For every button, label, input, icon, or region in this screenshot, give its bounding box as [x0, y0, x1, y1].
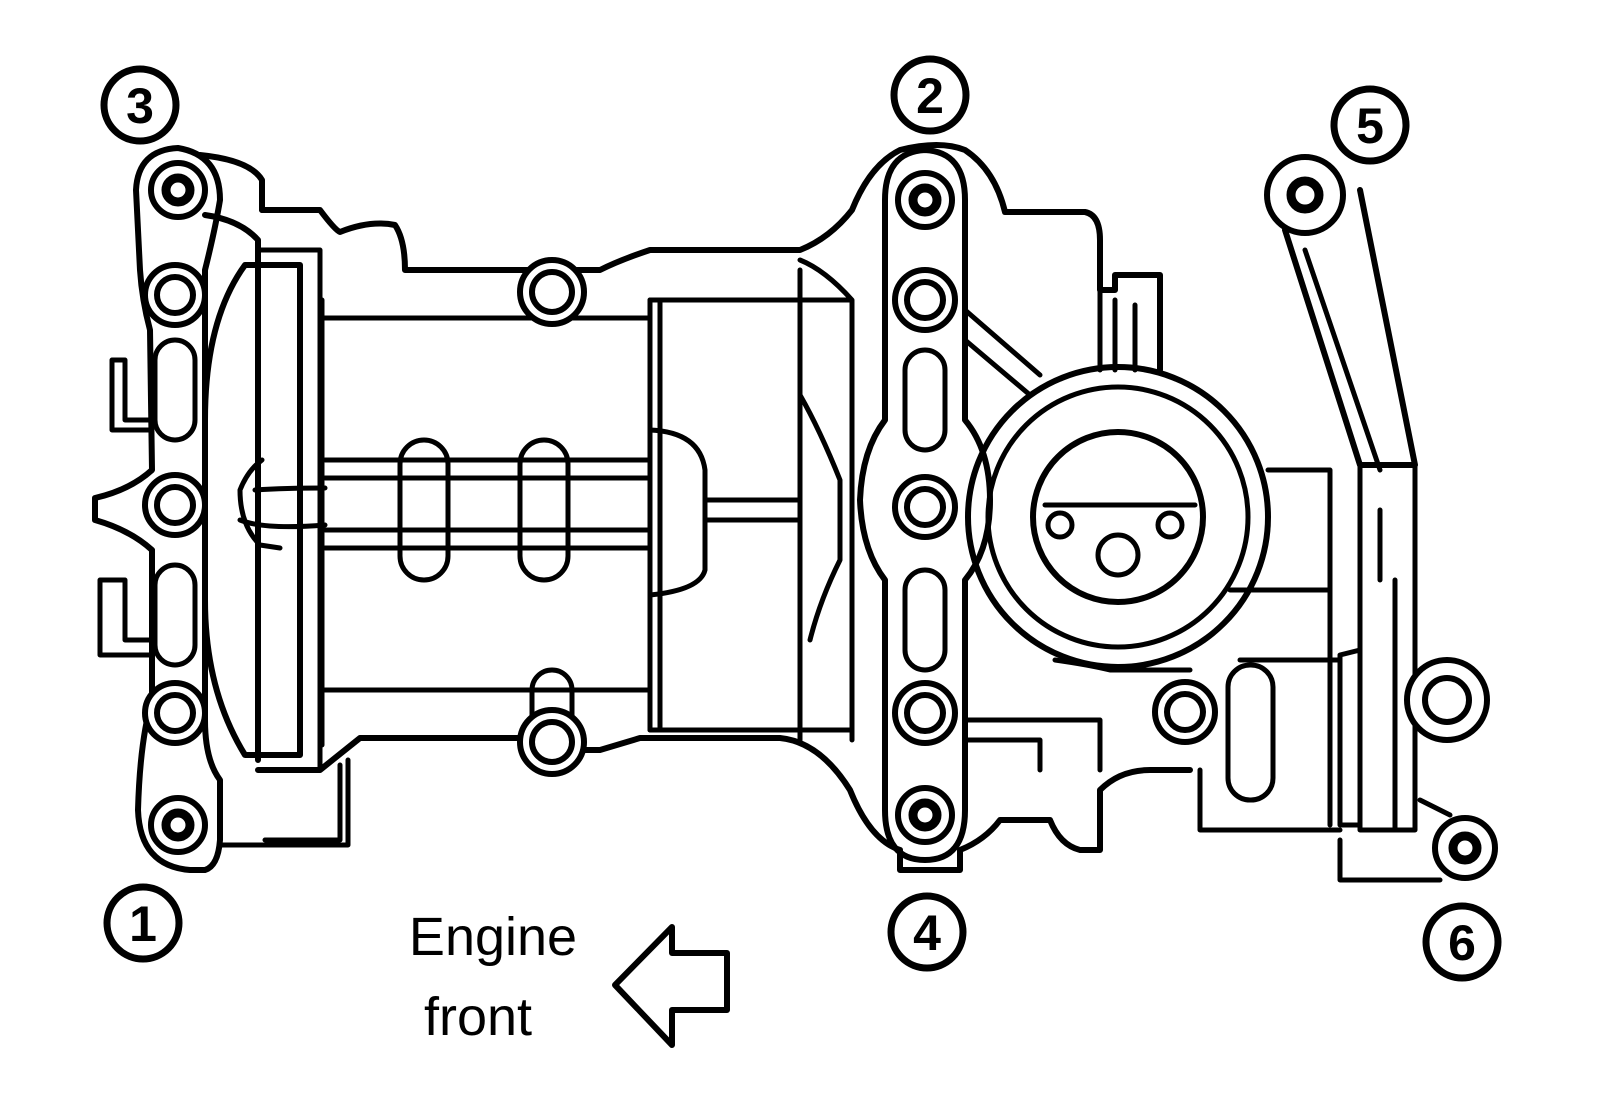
- camshaft-sprocket-housing: [965, 287, 1343, 803]
- sequence-labels: 3 2 5 1 4 6: [100, 55, 1502, 982]
- cam-lobe: [397, 437, 451, 583]
- slot: [902, 567, 948, 673]
- slot: [152, 562, 198, 668]
- caption-line-1: Engine: [409, 907, 577, 967]
- svg-text:5: 5: [1356, 98, 1384, 154]
- sequence-label-1: 1: [103, 883, 183, 963]
- svg-text:3: 3: [126, 78, 154, 134]
- cylinder-head-outline: [217, 142, 1193, 873]
- svg-text:6: 6: [1448, 915, 1476, 971]
- svg-text:1: 1: [129, 896, 157, 952]
- sequence-label-6: 6: [1422, 902, 1502, 982]
- sequence-label-2: 2: [890, 55, 970, 135]
- caption-line-2: front: [424, 987, 532, 1047]
- engine-front-indicator: Engine front: [409, 907, 730, 1048]
- slot: [902, 347, 948, 453]
- slot: [152, 337, 198, 443]
- slot: [1225, 662, 1276, 803]
- cam-lobe: [517, 437, 571, 583]
- middle-camshaft-bracket: [857, 147, 1103, 863]
- svg-text:4: 4: [913, 905, 941, 961]
- sequence-label-4: 4: [887, 892, 967, 972]
- bolts: [142, 154, 1498, 881]
- arrow-left-icon: [612, 924, 730, 1048]
- left-camshaft-bracket: [92, 145, 323, 873]
- right-camshaft-bracket: [1197, 187, 1453, 883]
- svg-text:2: 2: [916, 68, 944, 124]
- sequence-label-5: 5: [1330, 85, 1410, 165]
- camshaft: [237, 257, 855, 743]
- sequence-label-3: 3: [100, 65, 180, 145]
